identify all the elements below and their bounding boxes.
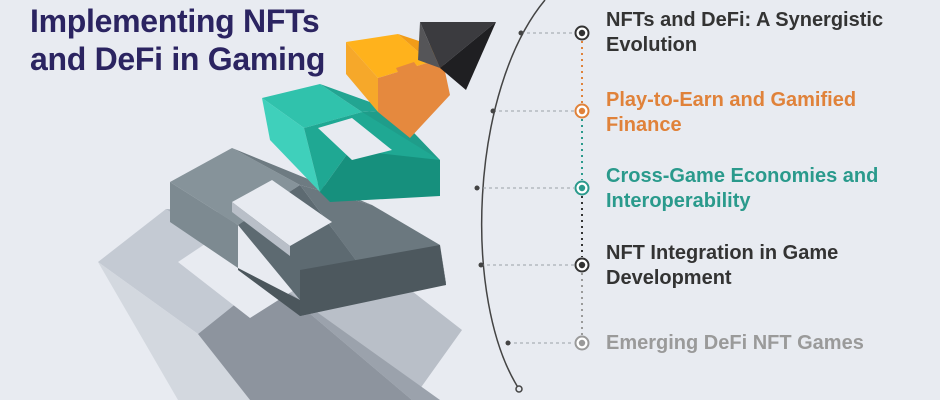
timeline-arc-dot xyxy=(505,340,511,346)
timeline-item-1: NFTs and DeFi: A Synergistic Evolution xyxy=(606,9,884,56)
timeline-marker-icon xyxy=(574,180,590,196)
horizontal-connectors xyxy=(474,30,574,346)
timeline-marker-icon xyxy=(574,103,590,119)
orange-frame xyxy=(346,34,450,138)
timeline-item-2: Play-to-Earn and Gamified Finance xyxy=(606,89,857,136)
black-pyramid xyxy=(418,22,496,90)
timeline-arc-dot xyxy=(518,30,524,36)
page-title: Implementing NFTs and DeFi in Gaming xyxy=(30,3,326,77)
timeline-arc-dot xyxy=(474,185,480,191)
timeline-arc xyxy=(480,0,546,390)
timeline-marker-icon xyxy=(574,25,590,41)
timeline-item-5: Emerging DeFi NFT Games xyxy=(606,332,864,354)
stacked-frames-illustration xyxy=(98,22,496,400)
timeline-arc-dot xyxy=(478,262,484,268)
timeline-item-4: NFT Integration in Game Development xyxy=(606,242,839,289)
timeline-item-3: Cross-Game Economies and Interoperabilit… xyxy=(606,165,879,212)
dark-gray-frame xyxy=(170,148,446,316)
timeline-marker-icon xyxy=(574,257,590,273)
timeline-arc-dot xyxy=(490,108,496,114)
teal-frame xyxy=(262,84,440,202)
timeline-markers xyxy=(574,25,590,351)
timeline-end-dot xyxy=(515,385,523,393)
timeline-marker-icon xyxy=(574,335,590,351)
